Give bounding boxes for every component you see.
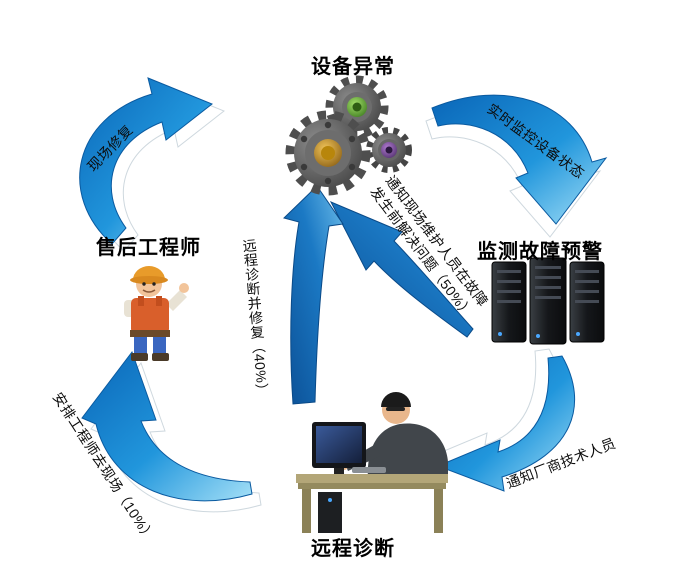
node-label-monitoring: 监测故障预警 [477, 241, 603, 263]
gear-bolt-holes [300, 121, 356, 185]
server-tower [491, 261, 527, 343]
technician-glasses [386, 407, 405, 411]
server-tower [529, 257, 567, 345]
keyboard [352, 467, 386, 473]
gears-icon [285, 75, 412, 196]
monitor-screen [316, 426, 362, 463]
arrow-remote-fix [283, 185, 344, 405]
technician-beanie [381, 392, 411, 407]
node-label-equipment: 设备异常 [311, 56, 395, 78]
worker-overalls [131, 298, 169, 334]
node-label-engineer: 售后工程师 [96, 237, 201, 259]
technician-at-computer-icon [296, 392, 448, 533]
server-rack-icon [491, 257, 605, 345]
desk-top [296, 474, 448, 483]
node-label-remote: 远程诊断 [311, 538, 395, 560]
worker-tool-belt [130, 330, 170, 337]
server-tower [569, 261, 605, 343]
worker-raised-arm [166, 290, 187, 311]
engineer-character-icon [124, 266, 189, 361]
worker-hand [179, 283, 189, 293]
technician-body [367, 423, 448, 480]
